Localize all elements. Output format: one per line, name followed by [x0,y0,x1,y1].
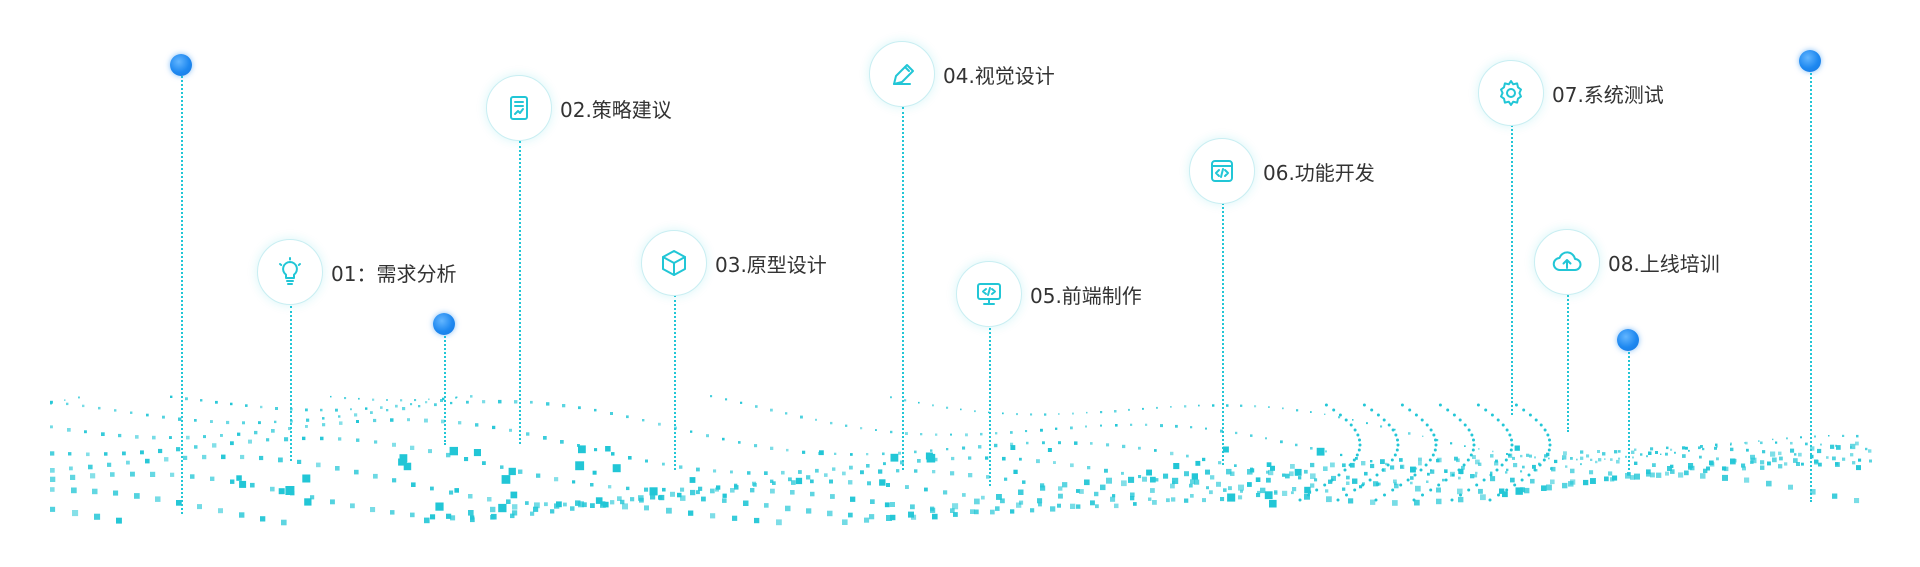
code-window-icon [1211,160,1233,182]
pin-line-left [181,64,183,514]
step-07[interactable]: 07.系统测试 [1478,60,1664,126]
blue-pin-dot-far-right [1799,50,1821,72]
step-04-icon-ring [869,41,935,107]
step-08-label: 08.上线培训 [1608,251,1720,276]
step-07-label: 07.系统测试 [1552,82,1664,107]
pen-icon [893,64,914,85]
step-06[interactable]: 06.功能开发 [1189,138,1375,204]
pin-line-mid [444,325,446,445]
step-line-04 [902,107,904,470]
step-03-label: 03.原型设计 [715,252,827,277]
step-line-02 [519,141,521,444]
document-chart-icon [510,96,528,120]
step-line-01 [290,306,292,461]
step-02-label: 02.策略建议 [560,97,672,122]
step-02-icon-ring [486,75,552,141]
step-line-06 [1222,203,1224,465]
step-06-label: 06.功能开发 [1263,160,1375,185]
step-01-icon-ring [257,239,323,305]
cloud-upload-icon [1552,251,1582,271]
monitor-code-icon [977,283,1001,305]
step-05-label: 05.前端制作 [1030,283,1142,308]
step-02[interactable]: 02.策略建议 [486,75,672,141]
pin-line-right [1628,340,1630,470]
step-03-icon-ring [641,230,707,296]
blue-pin-dot-right [1617,329,1639,351]
step-line-03 [674,295,676,470]
step-01-label: 01：需求分析 [331,261,457,286]
blue-pin-dot-mid [433,313,455,335]
step-04[interactable]: 04.视觉设计 [869,41,1055,107]
step-05-icon-ring [956,261,1022,327]
blue-pin-dot-left [170,54,192,76]
step-06-icon-ring [1189,138,1255,204]
gear-icon [1500,80,1522,106]
step-08[interactable]: 08.上线培训 [1534,229,1720,295]
step-line-07 [1511,125,1513,415]
step-04-label: 04.视觉设计 [943,63,1055,88]
step-08-icon-ring [1534,229,1600,295]
step-07-icon-ring [1478,60,1544,126]
step-line-05 [989,324,991,486]
step-05[interactable]: 05.前端制作 [956,261,1142,327]
step-01[interactable]: 01：需求分析 [257,239,456,305]
pin-line-far-right [1810,62,1812,502]
lightbulb-icon [279,257,301,285]
step-line-08 [1567,292,1569,432]
step-03[interactable]: 03.原型设计 [641,230,827,296]
cube-icon [662,250,686,276]
